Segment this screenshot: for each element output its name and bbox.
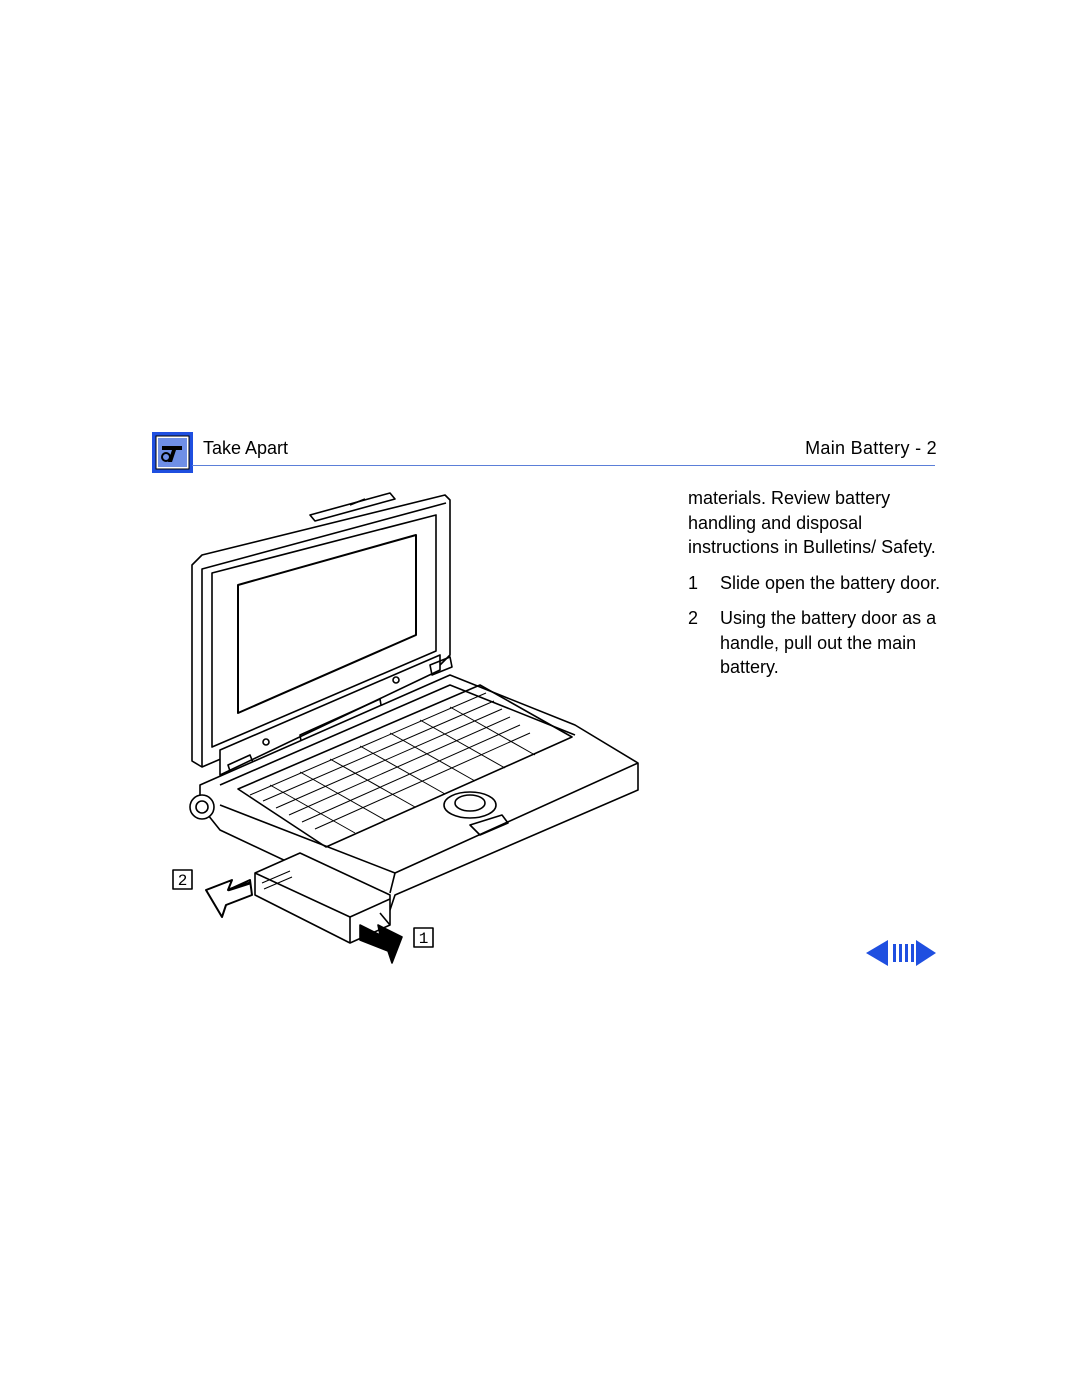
header-divider: [192, 465, 935, 466]
page-navigation: [866, 940, 936, 966]
intro-paragraph: materials. Review battery handling and d…: [688, 488, 936, 557]
previous-page-arrow-icon[interactable]: [866, 940, 888, 966]
powerbook-battery-removal-illustration: 2 1: [150, 485, 650, 970]
section-title: Take Apart: [203, 438, 289, 458]
step-number: 1: [688, 572, 699, 593]
take-apart-section-icon: [152, 432, 193, 473]
step-text: Slide open the battery door.: [720, 572, 941, 593]
page-index-icon[interactable]: [893, 944, 914, 962]
step-number: 2: [688, 608, 699, 628]
callout-1-label: 1: [419, 930, 429, 948]
next-page-arrow-icon[interactable]: [916, 940, 936, 966]
step-2: 2 Using the battery door as a handle, pu…: [688, 606, 950, 680]
step-1: 1 Slide open the battery door.: [688, 571, 950, 596]
callout-2-label: 2: [178, 872, 188, 890]
step-text: Using the battery door as a handle, pull…: [720, 608, 937, 677]
instructions: materials. Review battery handling and d…: [688, 486, 950, 691]
page-title: Main Battery - 2: [805, 438, 937, 458]
